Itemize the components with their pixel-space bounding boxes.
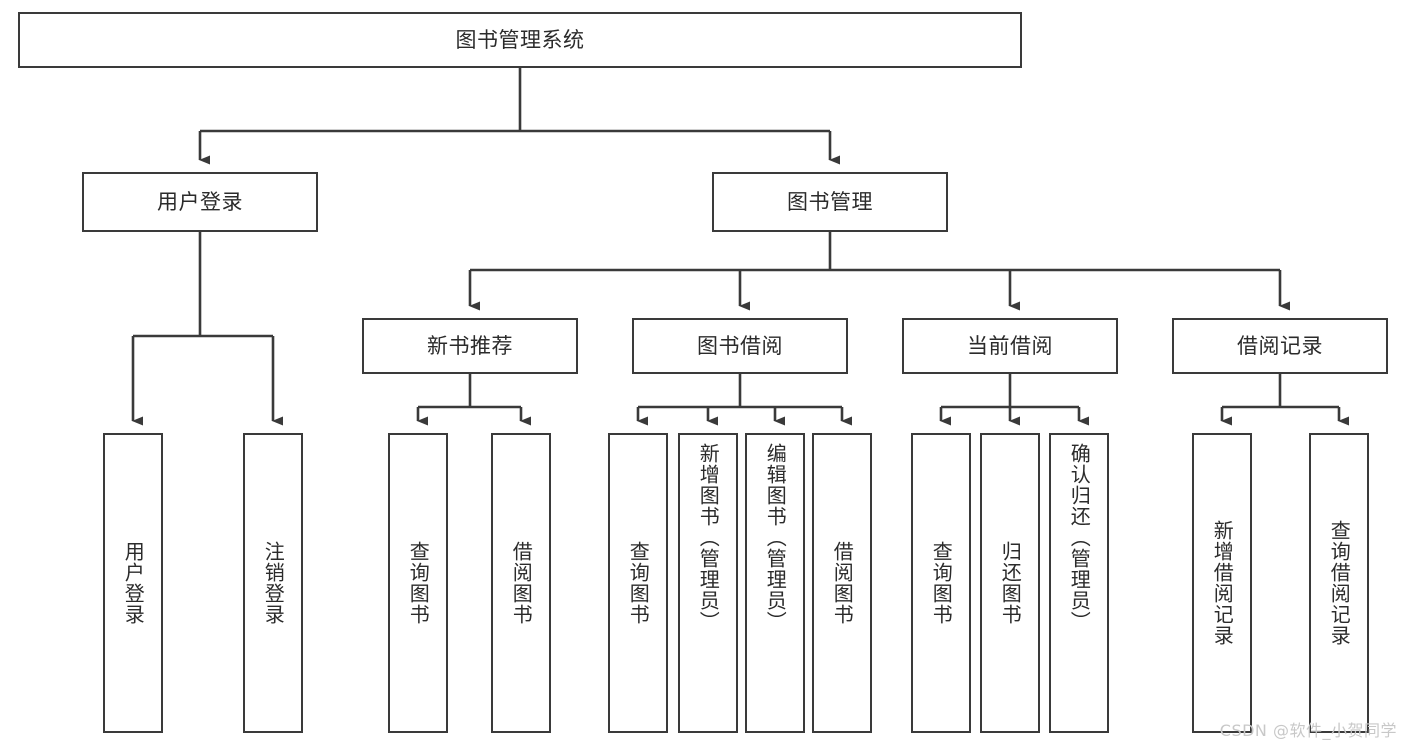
node-root-label: 图书管理系统: [455, 27, 585, 52]
leaf-cb-confirm-return-label: 确认归还（管理员）: [1067, 443, 1092, 632]
node-new-book-recommend-label: 新书推荐: [427, 333, 513, 358]
leaf-user-login[interactable]: 用户登录: [103, 433, 163, 733]
node-root[interactable]: 图书管理系统: [18, 12, 1022, 68]
leaf-bb-borrow-book[interactable]: 借阅图书: [812, 433, 872, 733]
leaf-cb-query-book[interactable]: 查询图书: [911, 433, 971, 733]
leaf-bb-edit-book-label: 编辑图书（管理员）: [763, 443, 788, 632]
leaf-br-add-record[interactable]: 新增借阅记录: [1192, 433, 1252, 733]
leaf-cb-return-book[interactable]: 归还图书: [980, 433, 1040, 733]
node-current-borrow[interactable]: 当前借阅: [902, 318, 1118, 374]
leaf-cb-query-book-label: 查询图书: [929, 541, 954, 625]
node-book-borrow[interactable]: 图书借阅: [632, 318, 848, 374]
leaf-bb-query-book[interactable]: 查询图书: [608, 433, 668, 733]
leaf-bb-add-book-label: 新增图书（管理员）: [696, 443, 721, 632]
leaf-new-book-query-label: 查询图书: [406, 541, 431, 625]
leaf-br-add-record-label: 新增借阅记录: [1210, 520, 1235, 646]
node-book-management-label: 图书管理: [787, 189, 873, 214]
leaf-bb-query-book-label: 查询图书: [626, 541, 651, 625]
node-borrow-record[interactable]: 借阅记录: [1172, 318, 1388, 374]
leaf-cb-return-book-label: 归还图书: [998, 541, 1023, 625]
node-new-book-recommend[interactable]: 新书推荐: [362, 318, 578, 374]
leaf-cb-confirm-return[interactable]: 确认归还（管理员）: [1049, 433, 1109, 733]
node-user-login-label: 用户登录: [157, 189, 243, 214]
node-borrow-record-label: 借阅记录: [1237, 333, 1323, 358]
node-book-management[interactable]: 图书管理: [712, 172, 948, 232]
node-book-borrow-label: 图书借阅: [697, 333, 783, 358]
node-current-borrow-label: 当前借阅: [967, 333, 1053, 358]
leaf-br-query-record[interactable]: 查询借阅记录: [1309, 433, 1369, 733]
leaf-new-book-borrow[interactable]: 借阅图书: [491, 433, 551, 733]
leaf-user-login-label: 用户登录: [121, 541, 146, 625]
leaf-br-query-record-label: 查询借阅记录: [1327, 520, 1352, 646]
leaf-bb-add-book[interactable]: 新增图书（管理员）: [678, 433, 738, 733]
leaf-new-book-borrow-label: 借阅图书: [509, 541, 534, 625]
node-user-login[interactable]: 用户登录: [82, 172, 318, 232]
leaf-bb-edit-book[interactable]: 编辑图书（管理员）: [745, 433, 805, 733]
leaf-new-book-query[interactable]: 查询图书: [388, 433, 448, 733]
leaf-bb-borrow-book-label: 借阅图书: [830, 541, 855, 625]
leaf-logout-label: 注销登录: [261, 541, 286, 625]
leaf-logout[interactable]: 注销登录: [243, 433, 303, 733]
